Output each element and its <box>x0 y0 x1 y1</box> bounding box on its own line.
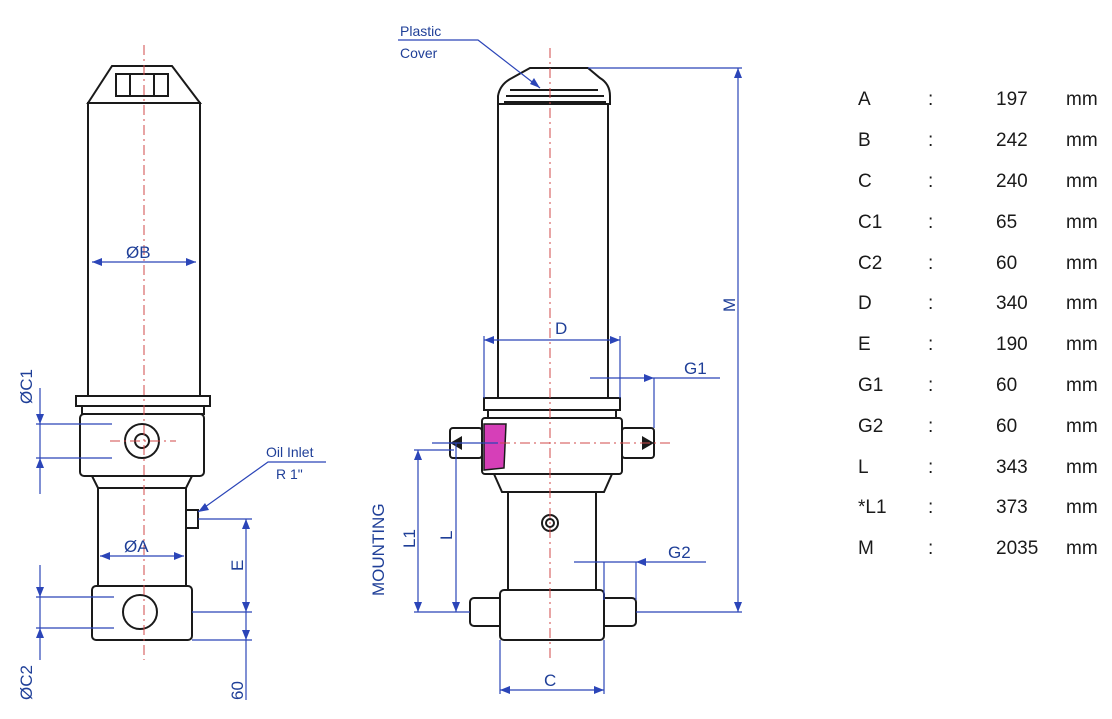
separator: : <box>928 130 934 152</box>
dimension-row: E: 190 mm <box>858 325 1108 366</box>
dimension-row: *L1: 373 mm <box>858 488 1108 529</box>
l-label: L <box>437 531 456 540</box>
dimension-unit: mm <box>1066 89 1098 111</box>
oil-inlet-leader <box>197 461 326 513</box>
separator: : <box>928 415 934 437</box>
separator: : <box>928 293 934 315</box>
separator: : <box>928 456 934 478</box>
dimension-key: G1 <box>858 374 884 396</box>
dimension-unit: mm <box>1066 252 1098 274</box>
d-label: D <box>555 319 567 338</box>
g2-label: G2 <box>668 543 691 562</box>
dimension-key: B <box>858 130 871 152</box>
dimension-row: D: 340 mm <box>858 284 1108 325</box>
dimension-unit: mm <box>1066 456 1098 478</box>
dimension-value: 190 <box>996 334 1028 356</box>
dimension-key: C1 <box>858 211 883 233</box>
dimension-row: M: 2035 mm <box>858 529 1108 570</box>
dimension-value: 242 <box>996 130 1028 152</box>
oil-inlet-boss <box>185 509 199 529</box>
dimension-value: 2035 <box>996 538 1039 560</box>
dimension-row: G2: 60 mm <box>858 406 1108 447</box>
m-label: M <box>720 298 739 312</box>
oil-inlet-thread-label: R 1" <box>276 466 303 482</box>
separator: : <box>928 334 934 356</box>
dimension-unit: mm <box>1066 415 1098 437</box>
lower-rod <box>97 487 187 587</box>
oil-inlet-label: Oil Inlet <box>266 444 314 460</box>
dimension-unit: mm <box>1066 334 1098 356</box>
dimension-row: A: 197 mm <box>858 80 1108 121</box>
plastic-cover <box>497 67 611 105</box>
side-barrel <box>497 103 609 399</box>
e-label: E <box>228 560 247 571</box>
dimension-key: *L1 <box>858 497 887 519</box>
dimension-value: 340 <box>996 293 1028 315</box>
dia-b-label: ØB <box>126 243 151 262</box>
plastic-cover-leader <box>398 39 541 89</box>
dimension-unit: mm <box>1066 211 1098 233</box>
separator: : <box>928 374 934 396</box>
dimension-row: C2: 60 mm <box>858 243 1108 284</box>
sixty-label: 60 <box>228 681 247 700</box>
dimension-unit: mm <box>1066 130 1098 152</box>
dimension-value: 240 <box>996 170 1028 192</box>
separator: : <box>928 170 934 192</box>
separator: : <box>928 89 934 111</box>
side-lower-rod <box>507 491 597 593</box>
dia-a-label: ØA <box>124 537 149 556</box>
separator: : <box>928 497 934 519</box>
cover-label: Cover <box>400 45 438 61</box>
dimension-value: 60 <box>996 374 1018 396</box>
dimension-row: G1: 60 mm <box>858 366 1108 407</box>
cap-nut <box>115 73 169 97</box>
dimension-value: 197 <box>996 89 1028 111</box>
separator: : <box>928 252 934 274</box>
dimension-unit: mm <box>1066 170 1098 192</box>
dimension-key: D <box>858 293 872 315</box>
dimension-value: 343 <box>996 456 1028 478</box>
side-view <box>398 39 742 694</box>
dimension-value: 60 <box>996 252 1018 274</box>
side-flange <box>483 397 621 411</box>
dimension-unit: mm <box>1066 293 1098 315</box>
separator: : <box>928 538 934 560</box>
plastic-label: Plastic <box>400 23 441 39</box>
dimension-unit: mm <box>1066 497 1098 519</box>
dimension-value: 373 <box>996 497 1028 519</box>
bottom-port <box>122 594 158 630</box>
dimension-key: L <box>858 456 869 478</box>
dia-c2-label: ØC2 <box>17 665 36 700</box>
dimension-row: C1: 65 mm <box>858 202 1108 243</box>
flange-ring <box>75 395 211 407</box>
separator: : <box>928 211 934 233</box>
dimension-unit: mm <box>1066 374 1098 396</box>
mounting-label: MOUNTING <box>369 503 388 596</box>
side-bottom-block <box>499 589 605 641</box>
g1-label: G1 <box>684 359 707 378</box>
dimension-key: E <box>858 334 871 356</box>
dimension-key: A <box>858 89 871 111</box>
dimension-key: C <box>858 170 872 192</box>
dimension-key: M <box>858 538 874 560</box>
c-label: C <box>544 671 556 690</box>
dimension-row: C: 240 mm <box>858 162 1108 203</box>
dimension-value: 60 <box>996 415 1018 437</box>
dimension-key: C2 <box>858 252 883 274</box>
highlight-segment <box>483 423 507 471</box>
dia-c1-label: ØC1 <box>17 369 36 404</box>
dimension-value: 65 <box>996 211 1018 233</box>
dimension-row: B: 242 mm <box>858 121 1108 162</box>
dimension-row: L: 343 mm <box>858 447 1108 488</box>
front-view <box>36 45 326 700</box>
dimension-key: G2 <box>858 415 884 437</box>
l1-label: L1 <box>400 529 419 548</box>
dimension-unit: mm <box>1066 538 1098 560</box>
